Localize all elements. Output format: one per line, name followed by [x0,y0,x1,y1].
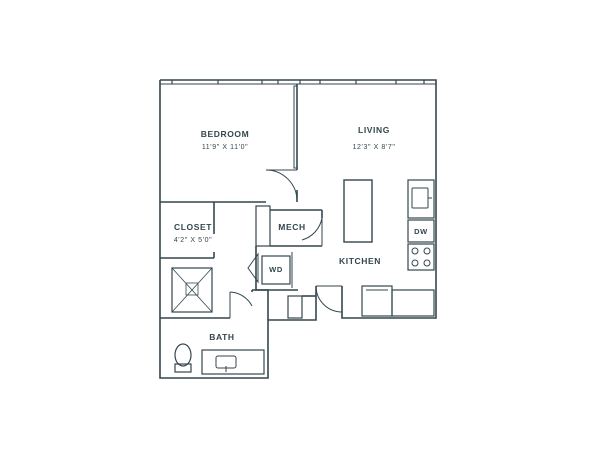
living-dimensions: 12'3" X 8'7" [353,144,396,151]
washer-dryer-label: WD [269,265,283,274]
closet-dimensions: 4'2" X 5'0" [174,237,212,244]
range [407,243,435,271]
bedroom-dimensions: 11'9" X 11'0" [202,144,248,151]
bedroom-door-swing [265,169,298,202]
entry-walls [287,285,343,319]
shower [171,267,213,313]
mech-walls [255,205,323,247]
window-strip [171,80,425,84]
bath-door-swing [229,291,253,318]
kitchen-sink [411,187,429,209]
closet-label: CLOSET [174,222,212,232]
kitchen-island [343,179,373,243]
bedroom-living-wall [160,84,298,203]
washer-dryer-unit [261,255,291,285]
bath-label: BATH [209,332,234,342]
dishwasher-label: DW [414,227,428,236]
exterior-walls [159,79,437,379]
kitchen-label: KITCHEN [339,256,381,266]
bedroom-label: BEDROOM [201,129,250,139]
entry-door-swing [315,285,343,313]
living-label: LIVING [358,125,390,135]
kitchen-counter [361,179,435,317]
toilet [174,343,192,367]
mech-label: MECH [278,222,305,232]
closet-walls [160,202,215,259]
dishwasher [407,219,435,243]
mech-door-swing [301,217,323,246]
bath-vanity [201,349,265,375]
bath-walls [160,267,269,375]
